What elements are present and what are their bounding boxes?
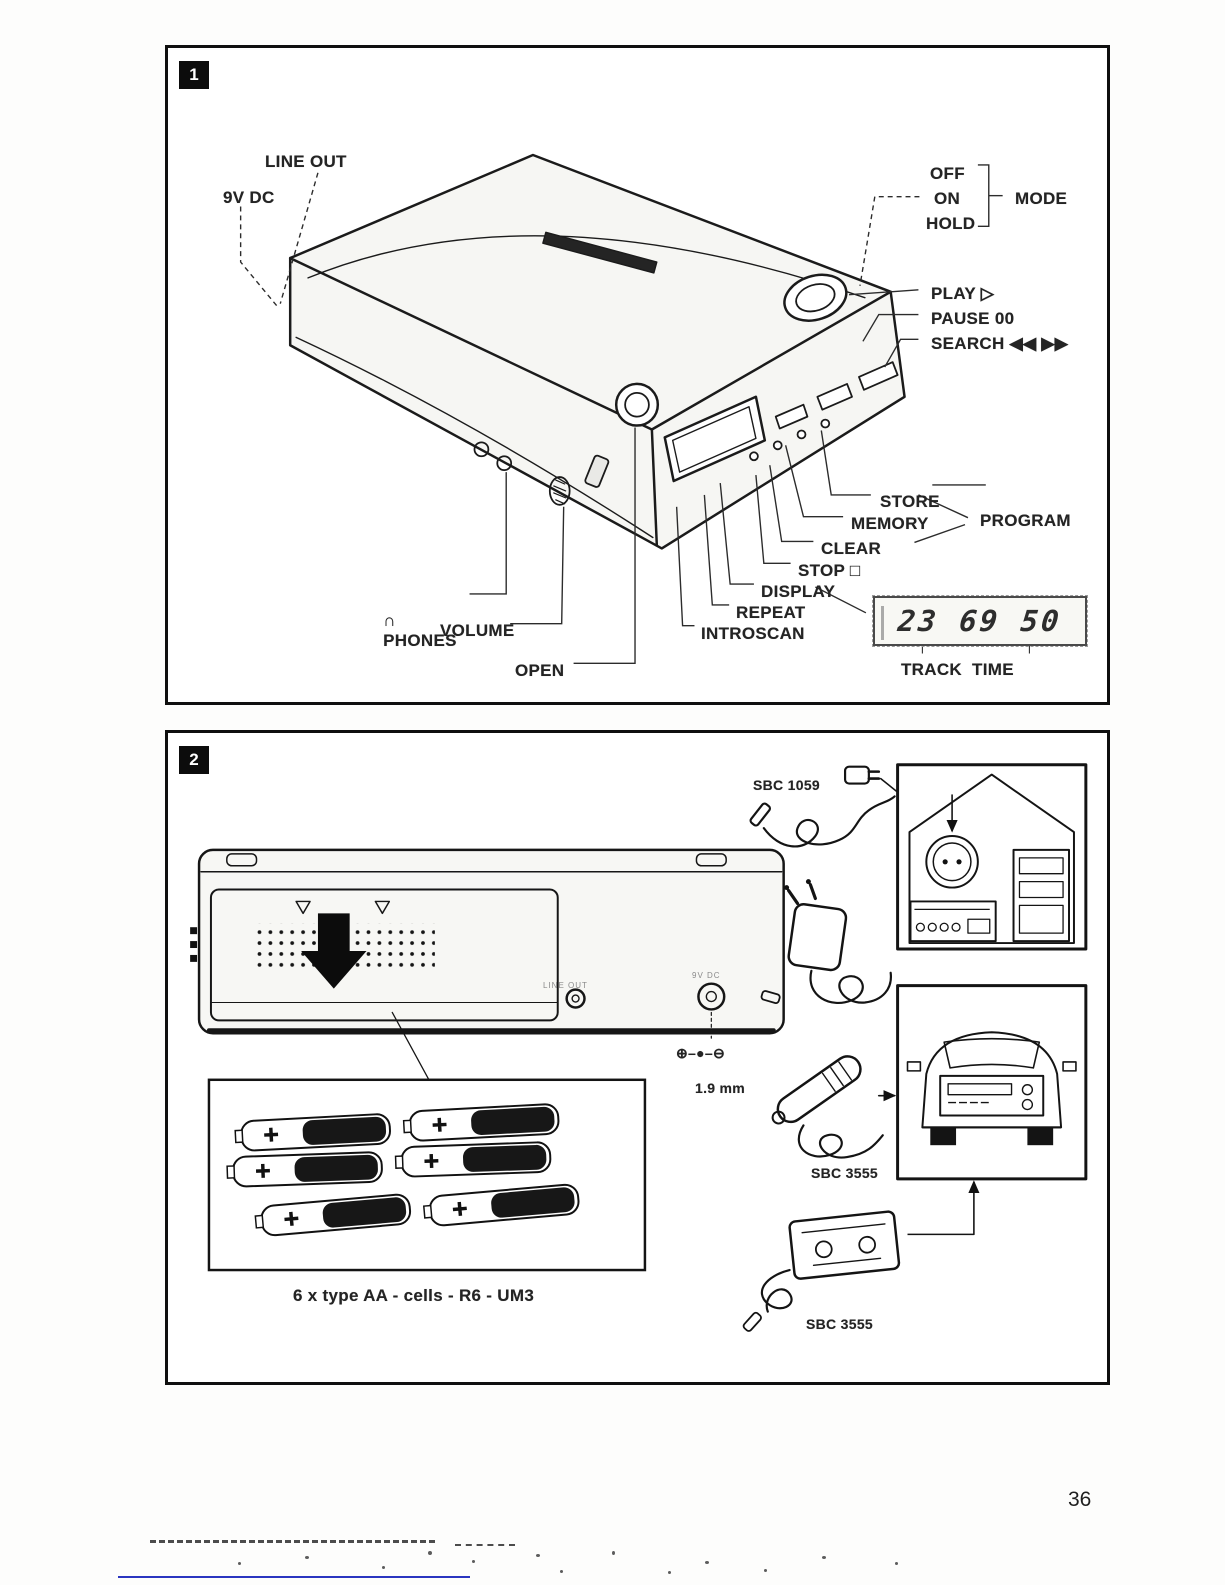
label-open: OPEN: [515, 661, 565, 680]
label-off: OFF: [930, 164, 965, 183]
label-volume: VOLUME: [440, 621, 515, 640]
play-button-oval: [783, 273, 848, 322]
car-adapter-sbc3555: [771, 1055, 897, 1159]
label-on: ON: [934, 189, 961, 208]
label-sbc-1059: SBC 1059: [753, 777, 820, 793]
label-phones-text: PHONES: [383, 631, 457, 650]
label-display: DISPLAY: [761, 582, 836, 601]
open-arrow: [301, 913, 367, 989]
label-line-out: LINE OUT: [265, 152, 347, 171]
mini-system: [909, 900, 997, 943]
page-number: 36: [1068, 1488, 1092, 1511]
home-use-inset: [896, 763, 1088, 951]
car-front: [906, 1031, 1077, 1146]
cassette-adapter-sbc3555: [742, 1210, 901, 1332]
scan-artifact-dash-line-2: [455, 1544, 515, 1546]
label-plug-polarity: ⊕–●–⊖: [676, 1045, 725, 1061]
device-rear-view: [190, 848, 785, 1081]
cd-player-body: [288, 153, 906, 550]
label-sbc-3555-cassette: SBC 3555: [806, 1316, 873, 1332]
display-window: [663, 395, 767, 483]
battery-inset: [207, 1078, 647, 1272]
car-use-inset: [896, 984, 1088, 1236]
rear-jacks: [565, 982, 726, 1011]
scan-artifact-blue-line: [118, 1576, 470, 1578]
callout-lines: [239, 164, 1030, 665]
label-memory: MEMORY: [851, 514, 929, 533]
battery-door: [209, 888, 559, 1022]
label-track-time: TRACK TIME: [901, 660, 1014, 679]
key-buttons: [749, 361, 899, 462]
power-options-diagram: [190, 763, 1088, 1332]
mains-adapter: [760, 879, 892, 1005]
label-introscan: INTROSCAN: [701, 624, 805, 643]
label-rear-line-out: LINE OUT: [543, 981, 588, 990]
cd-player-diagram: [239, 153, 1030, 665]
lcd-display: 23 69 50: [872, 595, 1088, 647]
headphones-icon: ∩: [383, 611, 396, 630]
figure-2: 2: [165, 730, 1110, 1385]
lcd-segment-marks: [881, 606, 891, 640]
hifi-stack: [1012, 848, 1071, 943]
label-phones: ∩ PHONES: [353, 591, 457, 671]
slide-triangle-left: [295, 900, 311, 915]
side-jacks: [473, 441, 610, 506]
open-button: [614, 382, 660, 427]
label-search: SEARCH ◀◀ ▶▶: [931, 334, 1069, 353]
label-sbc-3555-car: SBC 3555: [811, 1165, 878, 1181]
label-9v-dc: 9V DC: [223, 188, 275, 207]
label-store: STORE: [880, 492, 940, 511]
label-clear: CLEAR: [821, 539, 882, 558]
lcd-value: 23 69 50: [896, 604, 1064, 638]
lid-slot: [542, 231, 658, 274]
label-hold: HOLD: [926, 214, 976, 233]
figure-2-number: 2: [179, 746, 209, 774]
label-stop: STOP □: [798, 561, 861, 580]
label-battery-type: 6 x type AA - cells - R6 - UM3: [293, 1286, 535, 1305]
figure-1: 1: [165, 45, 1110, 705]
label-program: PROGRAM: [980, 511, 1071, 530]
slide-triangle-right: [374, 900, 391, 915]
label-repeat: REPEAT: [736, 603, 806, 622]
label-mode: MODE: [1015, 189, 1068, 208]
scan-artifact-dash-line: [150, 1540, 435, 1543]
label-rear-9v-dc: 9V DC: [692, 971, 721, 980]
car-radio: [939, 1074, 1045, 1117]
label-pause: PAUSE 00: [931, 309, 1015, 328]
label-play: PLAY ▷: [931, 284, 995, 303]
figure-1-number: 1: [179, 61, 209, 89]
wall-socket: [925, 835, 979, 889]
label-plug-size: 1.9 mm: [695, 1080, 746, 1096]
